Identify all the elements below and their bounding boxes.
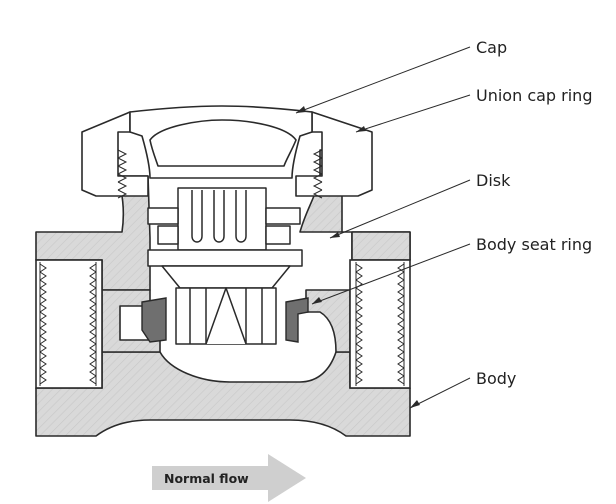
callout-leaders (295, 46, 471, 409)
label-union-cap-ring: Union cap ring (476, 86, 593, 105)
leader-arrowheads (296, 106, 420, 408)
disk-leader (329, 179, 471, 239)
valve-body (35, 149, 411, 437)
cap-leader (295, 46, 471, 114)
body-seat-ring (141, 297, 309, 343)
union-cap-ring-leader (355, 94, 471, 133)
valve-cap (129, 105, 313, 179)
valve-disk (147, 187, 303, 345)
left-thread (35, 259, 103, 389)
label-body: Body (476, 369, 517, 388)
body-seat-ring-leader (311, 243, 471, 305)
body-leader (409, 377, 471, 409)
label-cap: Cap (476, 38, 508, 57)
normal-flow-label: Normal flow (164, 471, 249, 486)
label-body-seat-ring: Body seat ring (476, 235, 593, 254)
right-thread (349, 259, 411, 389)
label-disk: Disk (476, 171, 511, 190)
normal-flow-arrow: Normal flow (152, 454, 306, 502)
